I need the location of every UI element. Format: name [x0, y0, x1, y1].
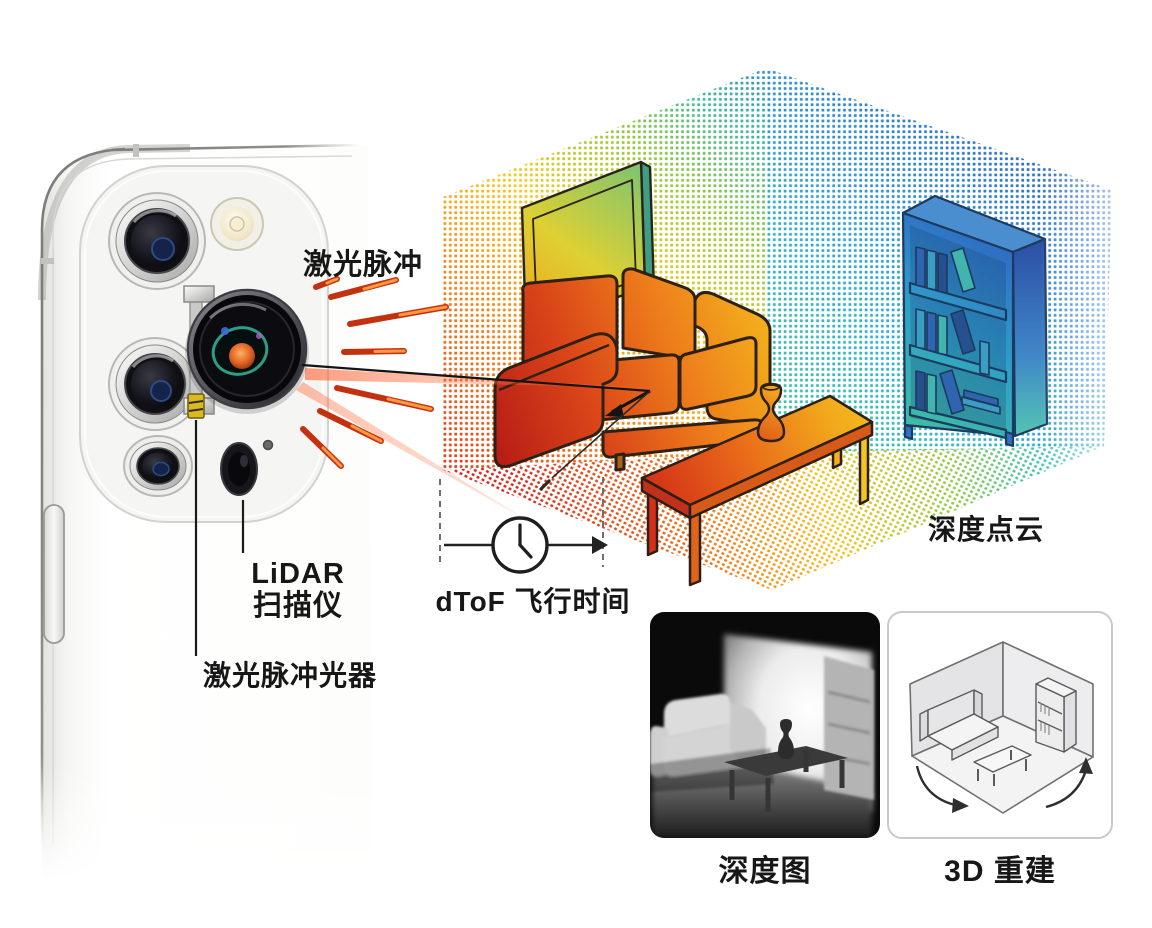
camera-lens-bottom [123, 435, 193, 497]
laser-pulse-label: 激光脉冲 [302, 249, 423, 281]
mini-sofa [919, 689, 999, 761]
tof-diagram [439, 477, 608, 574]
laser-emitter-label: 激光脉冲光器 [202, 660, 377, 691]
reconstruction-panel [887, 611, 1113, 839]
lidar-scanner-label: LiDAR 扫描仪 [224, 558, 372, 623]
iphone-camera [38, 143, 372, 880]
tof-label: dToF 飞行时间 [435, 586, 631, 617]
lidar-scanner-label-line2: 扫描仪 [252, 590, 343, 623]
pointcloud-fade [1040, 50, 1152, 620]
rotate-arrow-right-icon [1045, 757, 1093, 809]
flash [210, 197, 264, 251]
vase [756, 382, 786, 443]
coffee-table [640, 394, 874, 587]
antenna-band [41, 258, 54, 264]
camera-lens-mid [108, 337, 202, 431]
reconstruction-label: 3D 重建 [944, 855, 1056, 888]
lidar-scanner-sensor [220, 442, 258, 496]
point-cloud-label: 深度点云 [927, 514, 1044, 545]
leader-lines [194, 420, 245, 656]
laser-pulse-streaks-icon [300, 276, 449, 469]
mini-table [973, 745, 1032, 786]
volume-button [43, 504, 65, 644]
bookshelf [901, 194, 1049, 448]
laser-emitter-component [187, 393, 205, 419]
lidar-scanner-label-line1: LiDAR [251, 558, 345, 590]
depth-map-label: 深度图 [718, 855, 812, 888]
depth-map-panel [650, 612, 880, 838]
clock-icon [491, 516, 549, 574]
camera-lens-top [108, 192, 206, 290]
rotate-arrow-left-icon [915, 765, 969, 813]
sofa [493, 267, 772, 472]
laser-beams [296, 276, 652, 522]
lidar-emitter-lens [185, 288, 309, 414]
mini-bookshelf [1035, 677, 1077, 753]
antenna-band [133, 144, 139, 157]
depthmap-table-silhouette [724, 719, 848, 812]
mic-hole [262, 439, 274, 451]
